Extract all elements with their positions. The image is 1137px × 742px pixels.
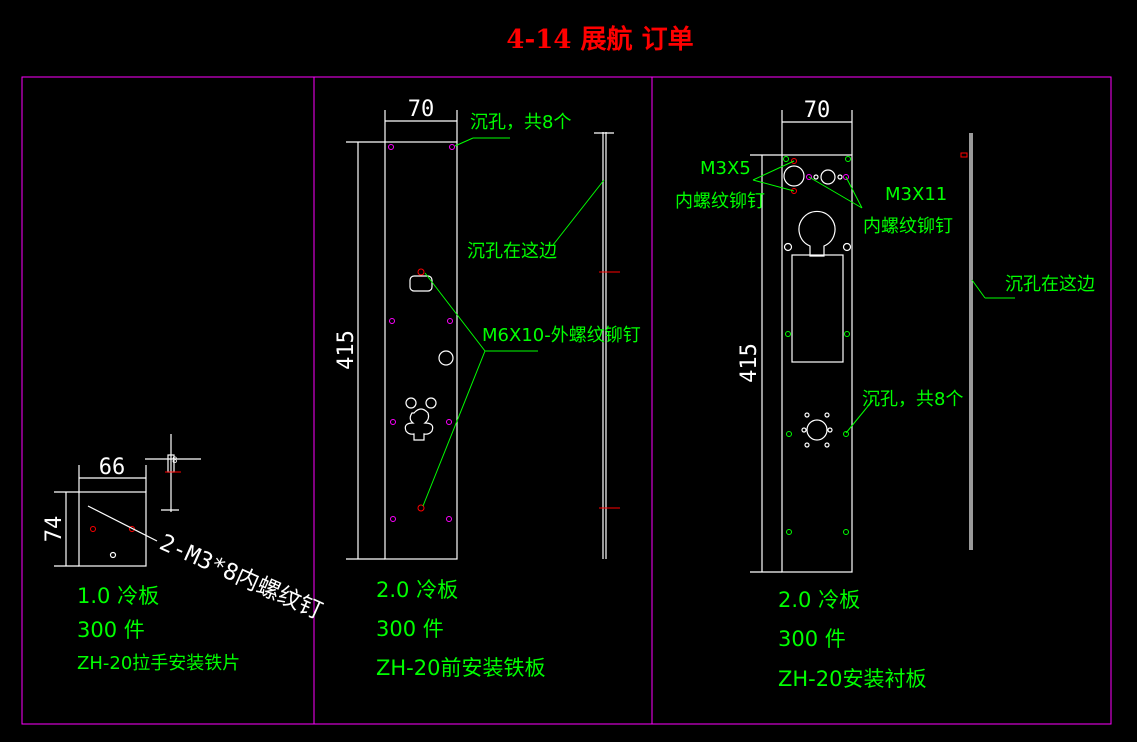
m3x5-type-callout: 内螺纹铆钉 [675,191,765,212]
part-outline [78,491,147,567]
countersink-side-callout: 沉孔在这边 [1005,274,1095,295]
callout-leader [87,505,158,542]
panel-3-backing-plate: 70 415 M3X5 内螺纹铆钉 M3X11 内螺纹铆钉 沉孔在这边 沉孔，共… [675,98,1095,691]
material-note: 2.0 冷板 [778,588,860,612]
drawing-title: 4-14 展航 订单 [506,24,693,55]
panel-2-front-plate: 70 415 沉孔，共8个 沉孔在这边 M6X10-外螺纹铆钉 2.0 冷板 3… [334,97,641,680]
rivet-callout: M6X10-外螺纹铆钉 [482,325,641,346]
countersink-callout: 沉孔，共8个 [470,112,571,133]
countersink-side-callout: 沉孔在这边 [467,241,557,262]
m3x11-callout: M3X11 [885,184,947,205]
rivet-callout: 2-M3*8内螺纹钉 [156,530,327,625]
width-dimension: 66 [99,455,126,480]
m3x5-callout: M3X5 [700,158,751,179]
part-outline [384,141,458,560]
part-name-note: ZH-20拉手安装铁片 [77,653,240,674]
thickness-dimension: 8 [172,456,177,466]
width-dimension: 70 [408,97,435,122]
drawing-frame [21,76,1112,725]
width-dimension: 70 [804,98,831,123]
quantity-note: 300 件 [778,627,846,651]
countersink-callout: 沉孔，共8个 [862,389,963,410]
panel-1-handle-bracket: 66 74 8 2-M3*8内螺纹钉 1.0 冷板 300 件 ZH-20拉手安… [42,434,326,674]
part-outline [781,154,853,573]
m3x11-type-callout: 内螺纹铆钉 [863,216,953,237]
quantity-note: 300 件 [376,617,444,641]
material-note: 2.0 冷板 [376,578,458,602]
part-name-note: ZH-20前安装铁板 [376,656,545,680]
quantity-note: 300 件 [77,618,145,642]
height-dimension: 415 [334,330,359,370]
part-name-note: ZH-20安装衬板 [778,667,926,691]
material-note: 1.0 冷板 [77,584,159,608]
height-dimension: 415 [737,343,762,383]
height-dimension: 74 [42,516,67,543]
